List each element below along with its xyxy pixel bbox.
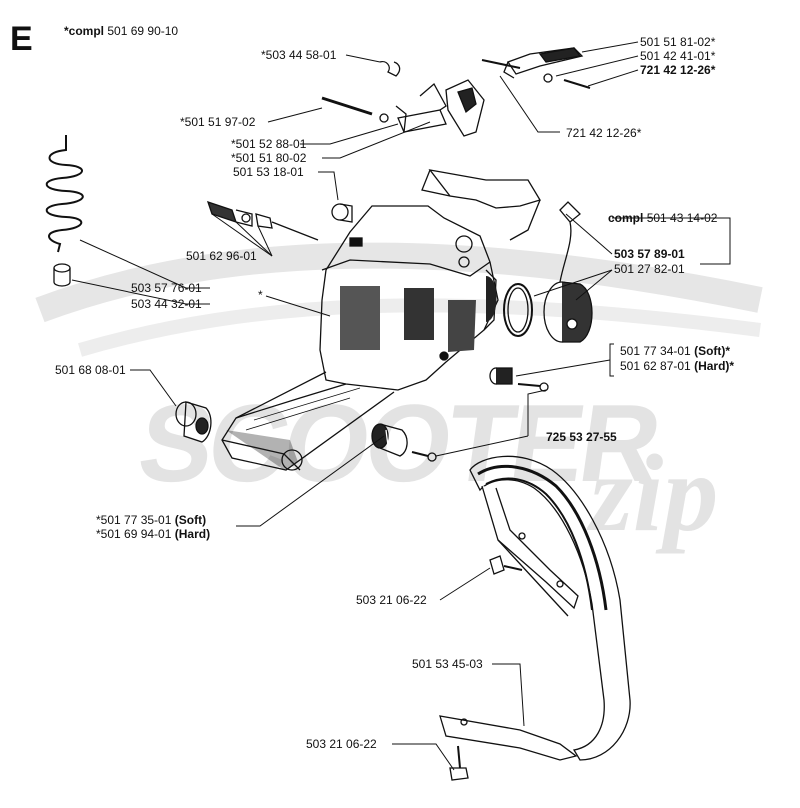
label-501-62-87-01-hard: 501 62 87-01 (Hard)*: [620, 359, 735, 373]
label-compl-right: compl 501 43 14-02: [608, 211, 718, 225]
ring-seal-part: [503, 283, 533, 337]
label-housing-star: *: [258, 288, 263, 302]
handle-housing-part: [221, 169, 541, 471]
label-503-21-06-22-top: 503 21 06-22: [356, 593, 427, 607]
buffer-part: [175, 401, 212, 443]
label-501-53-45-03: 501 53 45-03: [412, 657, 483, 671]
label-501-69-94-01-hard: *501 69 94-01 (Hard): [96, 527, 211, 541]
bolt-bottom-part: [449, 745, 469, 781]
label-501-51-80-02: *501 51 80-02: [231, 151, 307, 165]
label-503-44-58-01: *503 44 58-01: [261, 48, 337, 62]
label-721-42-12-26-bold: 721 42 12-26*: [640, 63, 716, 77]
label-721-42-12-26: 721 42 12-26*: [566, 126, 642, 140]
throttle-lever-part: [395, 79, 485, 137]
washer-part: [379, 113, 389, 123]
av-element-left-part: [371, 423, 437, 462]
trigger-lock-part: [481, 47, 591, 89]
label-501-42-41-01: 501 42 41-01*: [640, 49, 716, 63]
label-501-53-18-01: 501 53 18-01: [233, 165, 304, 179]
label-501-77-35-01-soft: *501 77 35-01 (Soft): [96, 513, 207, 527]
label-501-77-34-01-soft: 501 77 34-01 (Soft)*: [620, 344, 731, 358]
label-501-68-08-01: 501 68 08-01: [55, 363, 126, 377]
av-element-right-part: [489, 367, 549, 392]
label-503-57-89-01: 503 57 89-01: [614, 247, 685, 261]
damper-part: [331, 203, 353, 223]
label-501-52-88-01: *501 52 88-01: [231, 137, 307, 151]
pin-part: [321, 96, 373, 116]
label-501-27-82-01: 501 27 82-01: [614, 262, 685, 276]
label-503-21-06-22-bottom: 503 21 06-22: [306, 737, 377, 751]
filler-cap-part: [543, 201, 593, 343]
section-letter: E: [10, 20, 33, 58]
label-503-44-32-01: 503 44 32-01: [131, 297, 202, 311]
watermark-swoosh: [35, 242, 763, 323]
front-handle-part: [439, 455, 631, 761]
filter-cylinder-part: [53, 263, 71, 287]
leader-lines: [71, 41, 731, 771]
bolt-top-part: [489, 555, 523, 575]
label-501-51-81-02: 501 51 81-02*: [640, 35, 716, 49]
label-501-62-96-01: 501 62 96-01: [186, 249, 257, 263]
label-725-53-27-55: 725 53 27-55: [546, 430, 617, 444]
label-501-51-97-02: *501 51 97-02: [180, 115, 256, 129]
spring-part: [45, 135, 84, 253]
label-503-57-76-01: 503 57 76-01: [131, 281, 202, 295]
fuel-pipe-part: [206, 200, 319, 241]
label-compl-top: *compl 501 69 90-10: [64, 24, 179, 38]
clip-part: [379, 60, 401, 77]
